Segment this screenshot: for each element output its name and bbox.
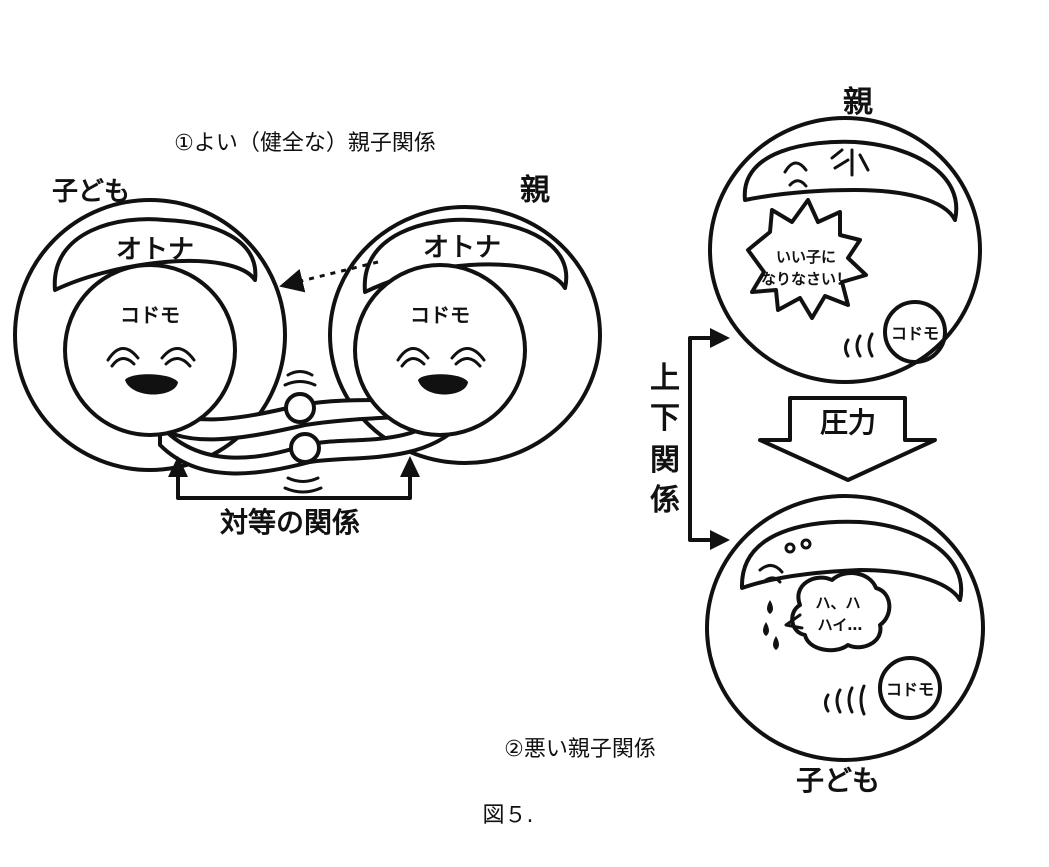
good-child-inner-label: コドモ: [120, 303, 180, 327]
bad-hierarchy-char-4: 係: [650, 483, 680, 518]
bad-parent-child-tremble: [846, 334, 873, 356]
bad-child-adult-crescent: [742, 522, 961, 600]
good-child-face: [65, 265, 235, 435]
bad-child-reply-line-2: ハイ…: [818, 616, 863, 634]
good-parent-label: 親: [520, 173, 550, 208]
bad-child-crying-face: [760, 565, 782, 582]
good-relationship-title: ①よい（健全な）親子関係: [174, 131, 436, 156]
good-equal-bracket: [178, 475, 410, 498]
figure-label: 図５.: [483, 803, 534, 828]
good-equal-label: 対等の関係: [220, 506, 360, 539]
bad-hierarchy-bracket: [690, 338, 712, 540]
bad-child-sweat-2: [802, 540, 810, 548]
good-hands-lower-clasp: [291, 434, 319, 462]
bad-hierarchy-arrowhead-top: [710, 328, 730, 348]
bad-child-tremble: [826, 686, 865, 714]
good-child-adult-label: オトナ: [116, 235, 194, 265]
bad-child-reply-line-1: ハ、ハ: [815, 594, 860, 612]
bad-relationship-title: ②悪い親子関係: [504, 737, 656, 762]
good-parent-inner-label: コドモ: [410, 303, 470, 327]
bad-child-tears: [763, 600, 779, 650]
bad-child-label: 子ども: [796, 764, 880, 797]
good-equal-arrowhead-right: [400, 456, 420, 477]
good-parent-adult-label: オトナ: [423, 233, 501, 263]
bad-pressure-label: 圧力: [820, 406, 876, 439]
good-parent-face: [355, 265, 525, 435]
bad-parent-label: 親: [843, 85, 873, 120]
bad-hierarchy-char-3: 関: [650, 443, 680, 478]
bad-hierarchy-char-2: 下: [650, 401, 680, 436]
bad-speech-line-2: なりなさい！: [761, 270, 851, 288]
bad-child-inner-child-label: コドモ: [886, 680, 934, 699]
bad-hierarchy-char-1: 上: [650, 361, 680, 396]
good-vibration-lower: [285, 478, 321, 492]
bad-hierarchy-arrowhead-bottom: [710, 530, 730, 550]
bad-speech-line-1: いい子に: [776, 248, 836, 266]
bad-child-sweat-1: [786, 544, 794, 552]
good-hands-upper-clasp: [286, 394, 314, 422]
bad-parent-angry-face: [785, 150, 868, 186]
good-vibration-upper: [285, 372, 315, 386]
bad-parent-inner-child-label: コドモ: [891, 324, 939, 343]
